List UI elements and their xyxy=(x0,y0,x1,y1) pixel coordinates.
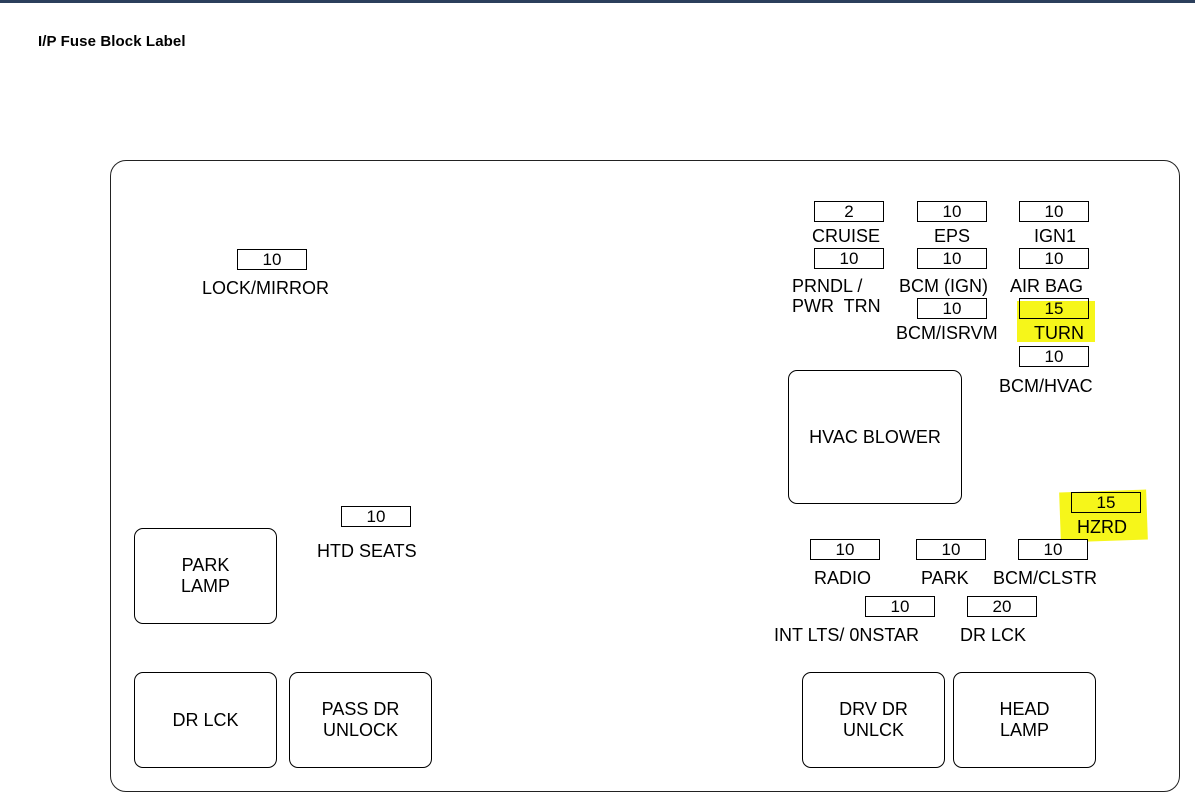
relay-pass-dr-unlock: PASS DR UNLOCK xyxy=(289,672,432,768)
fuse-block-outline xyxy=(110,160,1180,792)
fuse-radio-label: RADIO xyxy=(814,568,872,588)
fuse-bcm-isrvm-rating: 10 xyxy=(917,298,987,319)
fuse-ign1-rating: 10 xyxy=(1019,201,1089,222)
fuse-bcm-isrvm-label: BCM/ISRVM xyxy=(896,323,998,343)
page-title: I/P Fuse Block Label xyxy=(38,33,186,50)
fuse-hzrd-rating: 15 xyxy=(1071,492,1141,513)
fuse-cruise-rating: 2 xyxy=(814,201,884,222)
turn-highlight xyxy=(1017,301,1095,342)
fuse-prndl-rating: 10 xyxy=(814,248,884,269)
fuse-bcm-hvac-rating: 10 xyxy=(1019,346,1089,367)
fuse-ign1-label: IGN1 xyxy=(1034,226,1077,246)
relay-hvac-blower: HVAC BLOWER xyxy=(788,370,962,504)
fuse-dr-lck-label: DR LCK xyxy=(960,625,1027,645)
fuse-bcm-ign-rating: 10 xyxy=(917,248,987,269)
relay-dr-lck: DR LCK xyxy=(134,672,277,768)
fuse-lock-mirror-rating: 10 xyxy=(237,249,307,270)
fuse-bcm-ign-label: BCM (IGN) xyxy=(899,276,988,296)
fuse-htd-seats-label: HTD SEATS xyxy=(317,541,417,561)
fuse-air-bag-rating: 10 xyxy=(1019,248,1089,269)
fuse-int-lts-rating: 10 xyxy=(865,596,935,617)
fuse-eps-label: EPS xyxy=(934,226,971,246)
fuse-dr-lck-rating: 20 xyxy=(967,596,1037,617)
fuse-park-label: PARK xyxy=(921,568,969,588)
header-bar xyxy=(0,0,1195,3)
fuse-turn-label: TURN xyxy=(1034,323,1084,343)
relay-drv-dr-unlck: DRV DR UNLCK xyxy=(802,672,945,768)
fuse-turn-rating: 15 xyxy=(1019,298,1089,319)
fuse-air-bag-label: AIR BAG xyxy=(1010,276,1084,296)
fuse-htd-seats-rating: 10 xyxy=(341,506,411,527)
relay-park-lamp: PARK LAMP xyxy=(134,528,277,624)
fuse-int-lts-label: INT LTS/ 0NSTAR xyxy=(774,625,920,645)
fuse-eps-rating: 10 xyxy=(917,201,987,222)
fuse-radio-rating: 10 xyxy=(810,539,880,560)
fuse-cruise-label: CRUISE xyxy=(812,226,881,246)
fuse-prndl-label: PRNDL / PWR TRN xyxy=(792,276,881,316)
fuse-lock-mirror-label: LOCK/MIRROR xyxy=(202,278,330,298)
fuse-bcm-hvac-label: BCM/HVAC xyxy=(999,376,1093,396)
fuse-park-rating: 10 xyxy=(916,539,986,560)
fuse-hzrd-label: HZRD xyxy=(1077,517,1127,537)
fuse-bcm-clstr-label: BCM/CLSTR xyxy=(993,568,1098,588)
relay-head-lamp: HEAD LAMP xyxy=(953,672,1096,768)
fuse-bcm-clstr-rating: 10 xyxy=(1018,539,1088,560)
